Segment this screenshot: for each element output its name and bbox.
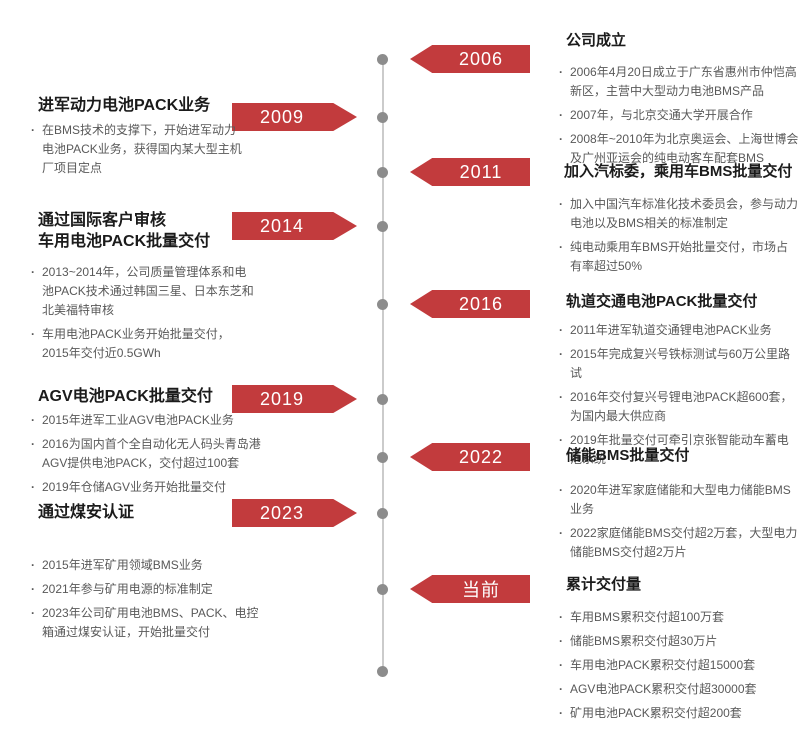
bullet-item: 2016年交付复兴号锂电池PACK超600套，为国内最大供应商 [556,388,799,426]
year-flag-current: 当前 [410,575,530,603]
year-label: 2023 [259,502,305,523]
bullet-item: 车用电池PACK累积交付超15000套 [556,656,799,675]
event-title-2009: 进军动力电池PACK业务 [38,97,211,114]
bullet-item: 矿用电池PACK累积交付超200套 [556,704,799,723]
bullet-item: 2016为国内首个全自动化无人码头青岛港AGV提供电池PACK，交付超过100套 [28,435,278,473]
bullet-item: 2019年批量交付可牵引京张智能动车蓄电池系统 [556,431,799,469]
event-bullets-2019: 2015年进军工业AGV电池PACK业务 2016为国内首个全自动化无人码头青岛… [28,411,278,502]
year-label: 2006 [458,48,504,69]
timeline-dot [377,584,388,595]
timeline-dot [377,394,388,405]
year-label: 2019 [259,388,305,409]
event-title-2016: 轨道交通电池PACK批量交付 [566,293,758,310]
event-title-2022: 储能BMS批量交付 [566,447,690,464]
year-label: 2011 [459,161,503,182]
bullet-item: 2015年完成复兴号铁标测试与60万公里路试 [556,345,799,383]
bullet-item: 2008年~2010年为北京奥运会、上海世博会及广州亚运会的纯电动客车配套BMS [556,130,799,168]
year-label: 2022 [458,446,504,467]
timeline-dot [377,167,388,178]
bullet-item: 加入中国汽车标准化技术委员会，参与动力电池以及BMS相关的标准制定 [556,195,799,233]
year-flag-2011: 2011 [410,158,530,186]
event-bullets-2009: 在BMS技术的支撑下，开始进军动力电池PACK业务，获得国内某大型主机厂项目定点 [28,121,243,183]
event-bullets-2016: 2011年进军轨道交通锂电池PACK业务 2015年完成复兴号铁标测试与60万公… [556,321,799,474]
bullet-item: 车用电池PACK业务开始批量交付，2015年交付近0.5GWh [28,325,256,363]
bullet-item: 2020年进军家庭储能和大型电力储能BMS业务 [556,481,799,519]
event-title-2019: AGV电池PACK批量交付 [38,388,213,405]
bullet-item: 在BMS技术的支撑下，开始进军动力电池PACK业务，获得国内某大型主机厂项目定点 [28,121,243,178]
bullet-item: 2007年，与北京交通大学开展合作 [556,106,799,125]
timeline-dot [377,221,388,232]
event-title-current: 累计交付量 [566,576,642,593]
timeline-dot [377,299,388,310]
bullet-item: 2023年公司矿用电池BMS、PACK、电控箱通过煤安认证，开始批量交付 [28,604,263,642]
bullet-item: 2011年进军轨道交通锂电池PACK业务 [556,321,799,340]
year-flag-2023: 2023 [232,499,357,527]
timeline-dot [377,112,388,123]
timeline-dot [377,508,388,519]
bullet-item: 车用BMS累积交付超100万套 [556,608,799,627]
year-flag-2019: 2019 [232,385,357,413]
event-bullets-2014: 2013~2014年，公司质量管理体系和电池PACK技术通过韩国三星、日本东芝和… [28,263,256,368]
bullet-item: 2022家庭储能BMS交付超2万套，大型电力储能BMS交付超2万片 [556,524,799,562]
event-bullets-2006: 2006年4月20日成立于广东省惠州市仲恺高新区，主营中大型动力电池BMS产品 … [556,63,799,173]
year-label: 2016 [458,293,504,314]
timeline-axis-line [382,59,384,671]
timeline-dot [377,54,388,65]
year-label: 2014 [259,215,305,236]
event-bullets-current: 车用BMS累积交付超100万套 储能BMS累积交付超30万片 车用电池PACK累… [556,608,799,728]
timeline-dot [377,452,388,463]
bullet-item: 2015年进军工业AGV电池PACK业务 [28,411,278,430]
event-bullets-2023: 2015年进军矿用领域BMS业务 2021年参与矿用电源的标准制定 2023年公… [28,556,263,647]
year-flag-2014: 2014 [232,212,357,240]
bullet-item: 储能BMS累积交付超30万片 [556,632,799,651]
bullet-item: 2013~2014年，公司质量管理体系和电池PACK技术通过韩国三星、日本东芝和… [28,263,256,320]
event-bullets-2022: 2020年进军家庭储能和大型电力储能BMS业务 2022家庭储能BMS交付超2万… [556,481,799,567]
event-title-2006: 公司成立 [566,32,627,49]
year-label: 2009 [259,106,305,127]
event-bullets-2011: 加入中国汽车标准化技术委员会，参与动力电池以及BMS相关的标准制定 纯电动乘用车… [556,195,799,281]
bullet-item: 2019年仓储AGV业务开始批量交付 [28,478,278,497]
year-flag-2006: 2006 [410,45,530,73]
event-title-2023: 通过煤安认证 [38,504,135,521]
event-title-2011: 加入汽标委，乘用车BMS批量交付 [564,163,793,180]
bullet-item: 纯电动乘用车BMS开始批量交付，市场占有率超过50% [556,238,799,276]
bullet-item: 2021年参与矿用电源的标准制定 [28,580,263,599]
bullet-item: AGV电池PACK累积交付超30000套 [556,680,799,699]
year-flag-2022: 2022 [410,443,530,471]
bullet-item: 2015年进军矿用领域BMS业务 [28,556,263,575]
bullet-item: 2006年4月20日成立于广东省惠州市仲恺高新区，主营中大型动力电池BMS产品 [556,63,799,101]
timeline-end-dot [377,666,388,677]
year-label: 当前 [462,580,500,600]
event-title-2014: 通过国际客户审核 车用电池PACK批量交付 [38,212,211,250]
year-flag-2009: 2009 [232,103,357,131]
year-flag-2016: 2016 [410,290,530,318]
